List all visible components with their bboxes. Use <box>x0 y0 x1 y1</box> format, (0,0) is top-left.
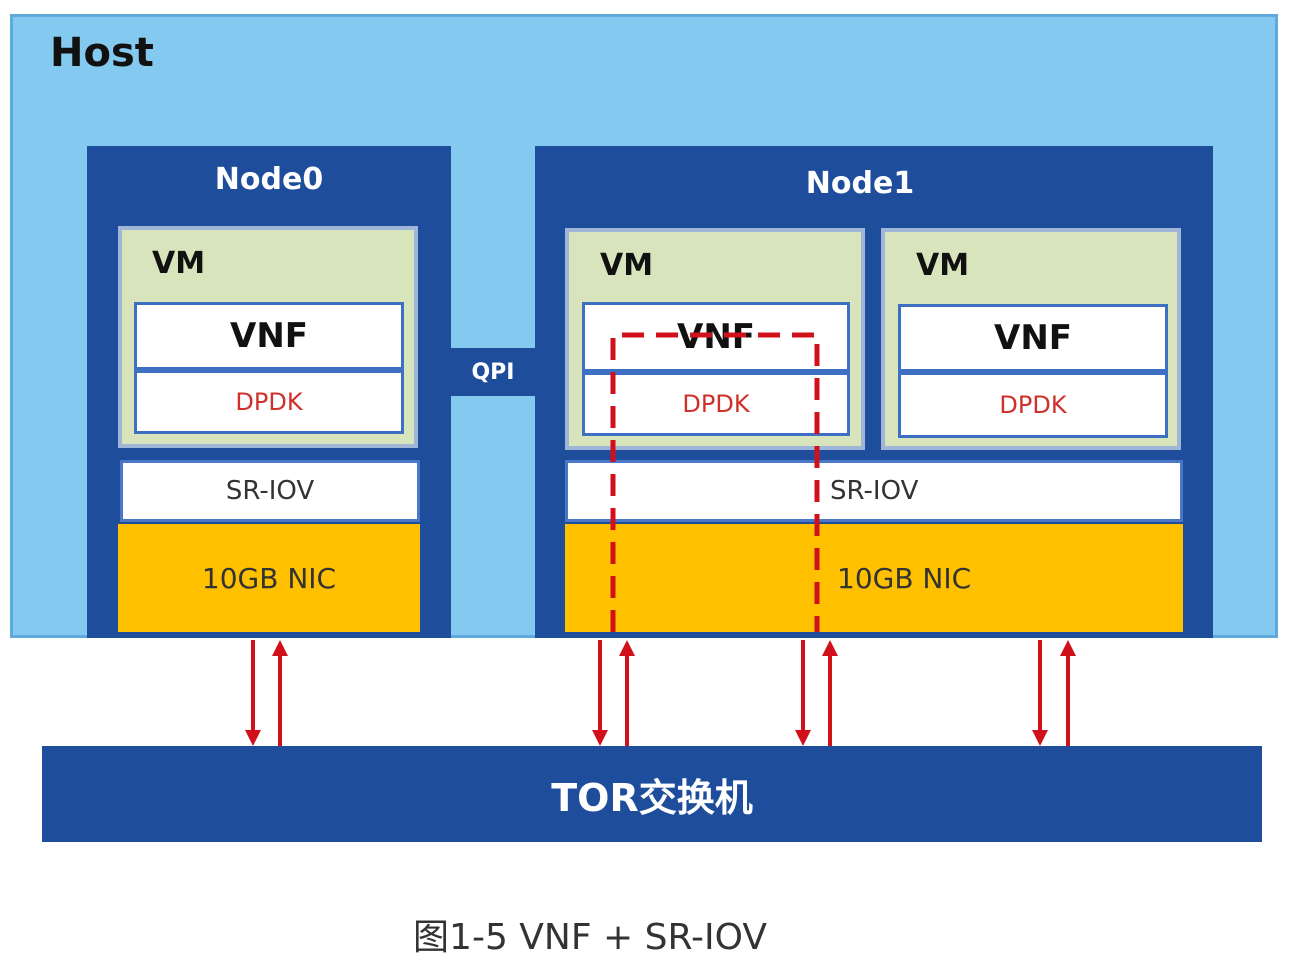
node1-nic-box: 10GB NIC <box>565 524 1183 632</box>
node0-vnf-box: VNF <box>134 302 404 370</box>
node1-title: Node1 <box>805 166 915 201</box>
node0-title: Node0 <box>214 162 324 197</box>
node1-vm-2-vnf-box: VNF <box>898 304 1168 372</box>
node1-sriov-box: SR-IOV <box>565 460 1183 522</box>
node0-vm-title: VM <box>152 246 206 281</box>
node1-vm-1-title: VM <box>600 248 654 283</box>
node0-dpdk-box: DPDK <box>134 370 404 434</box>
node0-nic-box: 10GB NIC <box>118 524 420 632</box>
node1-vm-1-dpdk-box: DPDK <box>582 372 850 436</box>
node1-vm-2-dpdk-box: DPDK <box>898 372 1168 438</box>
dashed-path-top <box>610 332 820 632</box>
sriov-data-path <box>610 332 820 632</box>
figure-caption: 图1-5 VNF + SR-IOV <box>413 917 767 958</box>
qpi-link: QPI <box>451 348 535 396</box>
node1-vm-2-title: VM <box>916 248 970 283</box>
host-title: Host <box>50 30 154 76</box>
tor-switch: TOR交换机 <box>42 746 1262 842</box>
node0-sriov-box: SR-IOV <box>120 460 420 522</box>
